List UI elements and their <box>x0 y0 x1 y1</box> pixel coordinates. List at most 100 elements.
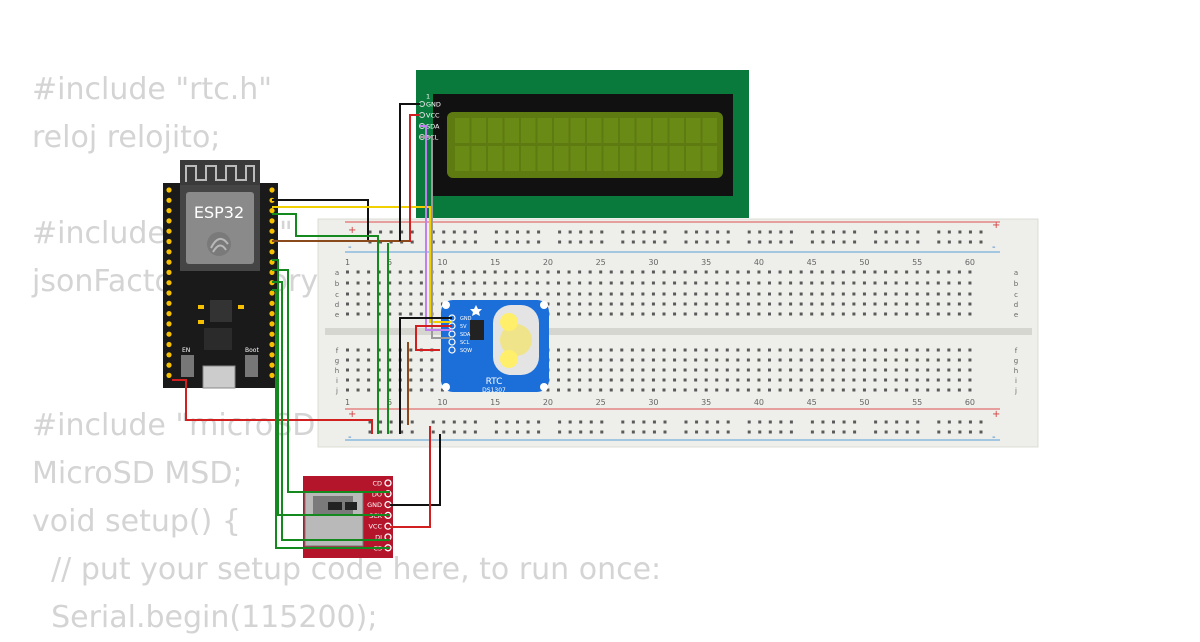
breadboard-hole <box>873 388 877 392</box>
breadboard-hole <box>841 368 845 372</box>
rail-hole <box>473 420 477 424</box>
rail-hole <box>821 430 825 434</box>
breadboard-hole <box>377 312 381 316</box>
rail-hole <box>579 240 583 244</box>
rail-hole <box>442 240 446 244</box>
breadboard-hole <box>715 292 719 296</box>
rail-hole <box>937 420 941 424</box>
esp32-pin <box>166 311 172 317</box>
breadboard-hole <box>936 292 940 296</box>
rail-plus-top-left: + <box>348 225 356 236</box>
lcd-cell <box>653 118 668 143</box>
breadboard-hole <box>651 312 655 316</box>
breadboard-hole <box>852 358 856 362</box>
wire-black-lcd-gnd <box>399 103 420 241</box>
breadboard-hole <box>757 281 761 285</box>
esp32-pin <box>269 300 275 306</box>
esp32-pin <box>166 228 172 234</box>
breadboard-hole <box>609 388 613 392</box>
column-number: 55 <box>912 398 922 407</box>
microsd-pin <box>384 479 392 487</box>
rail-plus-bottom-left: + <box>348 409 356 420</box>
rail-hole <box>842 230 846 234</box>
breadboard-hole <box>789 388 793 392</box>
breadboard-hole <box>968 368 972 372</box>
breadboard-hole <box>789 292 793 296</box>
rail-hole <box>726 240 730 244</box>
breadboard-hole <box>810 368 814 372</box>
rail-hole <box>832 430 835 434</box>
breadboard-hole <box>915 358 919 362</box>
breadboard-hole <box>493 292 497 296</box>
breadboard-hole <box>367 388 371 392</box>
rail-hole <box>505 430 509 434</box>
row-letter: c <box>1014 291 1018 299</box>
breadboard-hole <box>346 312 349 316</box>
column-number: 60 <box>965 398 975 407</box>
row-letter: j <box>1014 387 1017 395</box>
breadboard-hole <box>725 302 729 306</box>
breadboard-hole <box>578 292 582 296</box>
rail-hole <box>789 230 793 234</box>
breadboard-hole <box>884 302 888 306</box>
breadboard-hole <box>725 368 729 372</box>
rail-hole <box>905 430 909 434</box>
breadboard-hole <box>377 270 381 274</box>
breadboard-hole <box>630 302 634 306</box>
breadboard-hole <box>778 292 782 296</box>
rail-hole <box>768 230 772 234</box>
breadboard-hole <box>578 312 582 316</box>
boot-label: Boot <box>245 347 259 354</box>
adafruit-logo-icon <box>470 305 482 316</box>
rail-hole <box>389 430 393 434</box>
boot-button[interactable] <box>245 355 258 377</box>
rail-hole <box>937 430 941 434</box>
breadboard-hole <box>356 312 360 316</box>
breadboard-hole <box>725 292 729 296</box>
breadboard-hole <box>789 312 793 316</box>
breadboard-hole <box>947 348 951 352</box>
breadboard-hole <box>884 292 888 296</box>
breadboard-hole <box>578 378 582 382</box>
breadboard-hole <box>567 302 571 306</box>
rail-hole <box>968 230 972 234</box>
breadboard-hole <box>757 302 761 306</box>
breadboard-hole <box>609 302 613 306</box>
breadboard-hole <box>599 292 603 296</box>
breadboard-hole <box>525 270 529 274</box>
rail-hole <box>442 230 446 234</box>
rail-hole <box>895 430 899 434</box>
esp32-uart-chip <box>204 328 232 350</box>
breadboard-hole <box>746 388 750 392</box>
breadboard-hole <box>673 358 677 362</box>
column-number: 5 <box>387 398 392 407</box>
breadboard-hole <box>662 281 666 285</box>
breadboard-hole <box>820 302 824 306</box>
breadboard-hole <box>947 292 951 296</box>
breadboard-hole <box>725 358 729 362</box>
esp32-pin <box>166 300 172 306</box>
breadboard-hole <box>609 368 613 372</box>
lcd-cell <box>702 118 717 143</box>
en-button[interactable] <box>181 355 194 377</box>
rail-hole <box>558 240 562 244</box>
breadboard-hole <box>419 378 423 382</box>
breadboard-hole <box>651 270 655 274</box>
rail-hole <box>526 240 530 244</box>
breadboard-hole <box>557 302 560 306</box>
breadboard-hole <box>715 368 719 372</box>
breadboard-hole <box>419 312 423 316</box>
breadboard-hole <box>388 302 392 306</box>
rail-hole <box>695 230 699 234</box>
column-number: 20 <box>543 398 553 407</box>
row-letter: e <box>335 311 339 319</box>
lcd-cell <box>603 118 618 143</box>
breadboard-hole <box>557 368 560 372</box>
breadboard-hole <box>620 312 624 316</box>
column-number: 1 <box>345 398 350 407</box>
espressif-logo-icon <box>207 232 231 256</box>
breadboard-hole <box>947 378 951 382</box>
rail-hole <box>768 430 772 434</box>
breadboard-hole <box>873 302 877 306</box>
breadboard-hole <box>736 270 740 274</box>
